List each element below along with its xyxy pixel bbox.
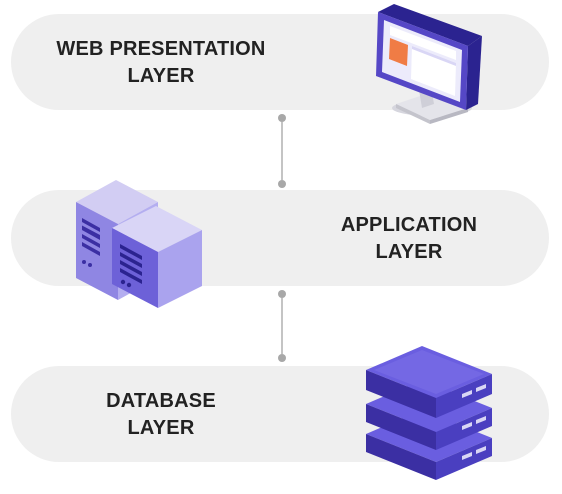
application-layer-title: APPLICATION <box>340 214 478 236</box>
database-stack-icon <box>366 346 492 480</box>
web-presentation-layer-label: WEB PRESENTATION LAYER <box>56 36 266 90</box>
application-layer-label: APPLICATION LAYER <box>329 212 489 266</box>
monitor-icon <box>376 4 482 124</box>
connector-dot-bottom <box>278 354 286 362</box>
application-layer-subtitle: LAYER <box>375 241 443 263</box>
database-layer-title: DATABASE <box>106 390 216 412</box>
connector-line <box>281 298 283 354</box>
database-layer-label: DATABASE LAYER <box>86 388 236 442</box>
web-presentation-layer-subtitle: LAYER <box>127 65 195 87</box>
server-towers-icon <box>76 180 202 308</box>
connector-dot-top <box>278 290 286 298</box>
connector-dot-top <box>278 114 286 122</box>
web-presentation-layer-title: WEB PRESENTATION <box>56 38 266 60</box>
connector-line <box>281 122 283 180</box>
connector-dot-bottom <box>278 180 286 188</box>
connector-application-to-database <box>278 290 286 362</box>
connector-web-to-application <box>278 114 286 188</box>
database-layer-subtitle: LAYER <box>127 417 195 439</box>
